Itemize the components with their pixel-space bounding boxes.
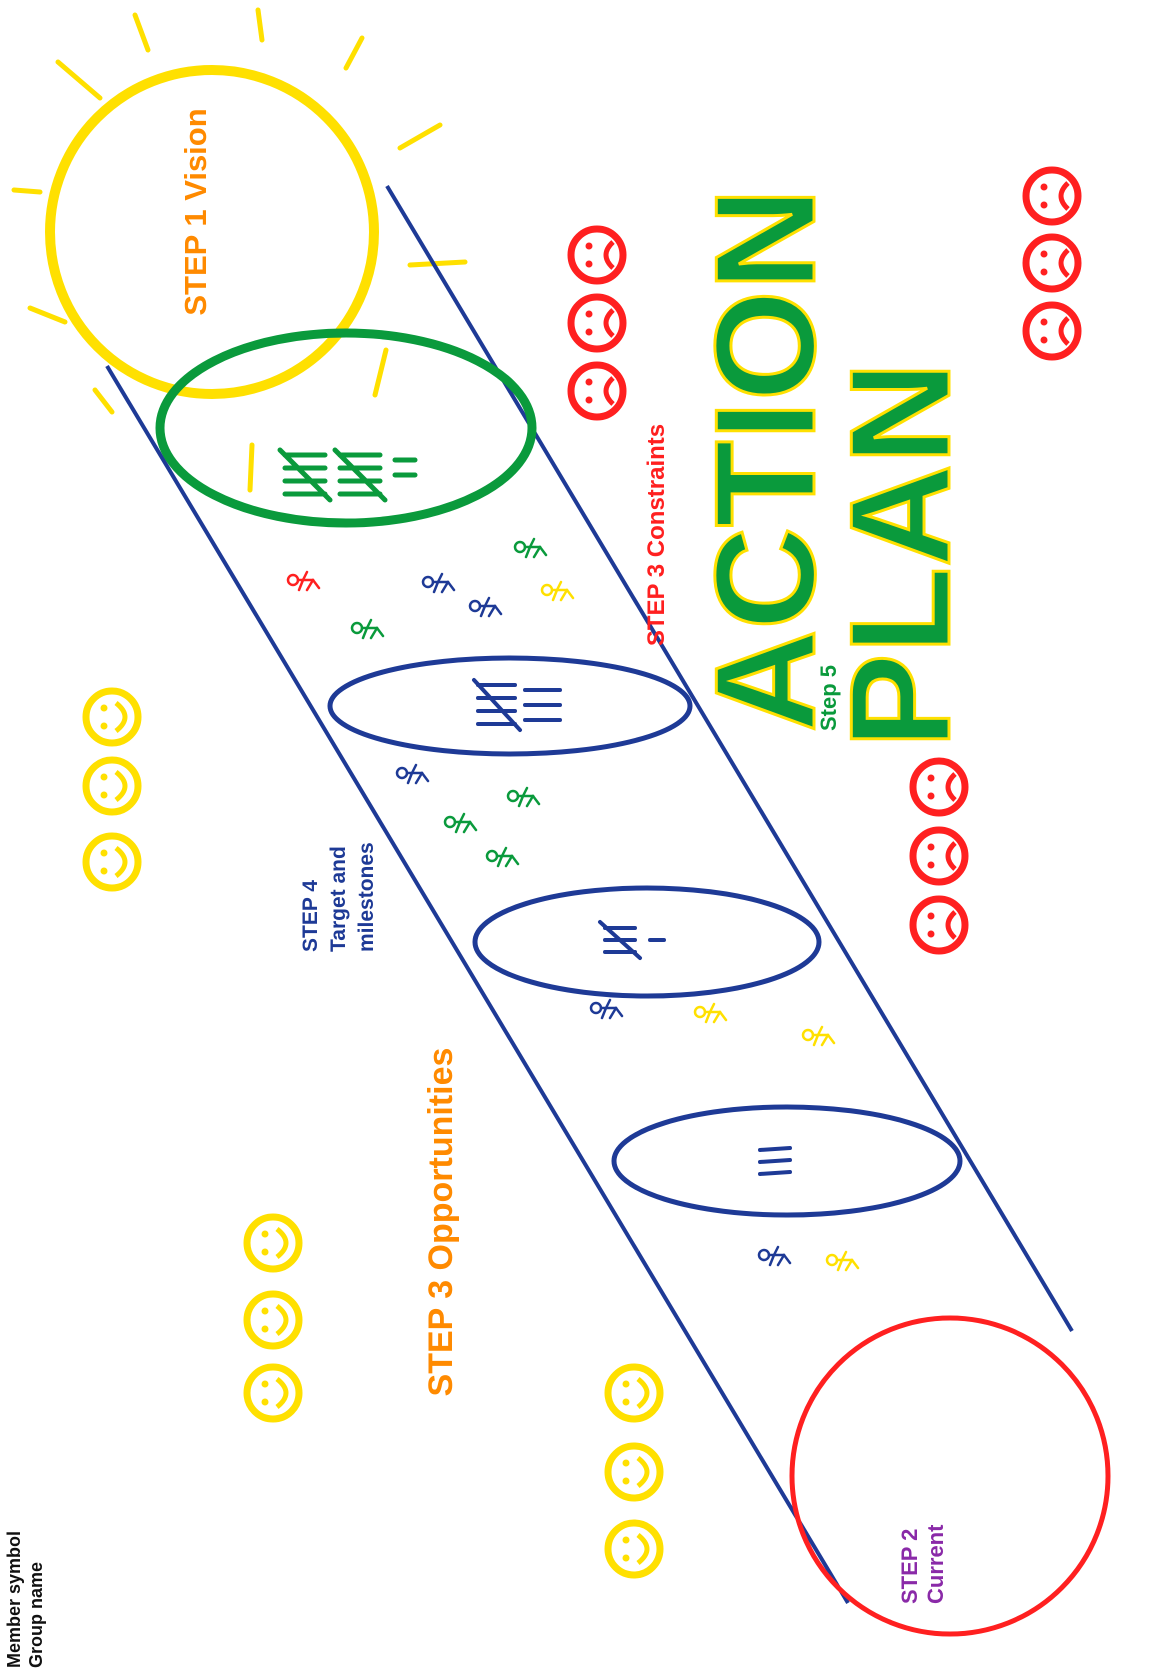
- member-figure-icon: [468, 596, 503, 618]
- pipe-top-edge: [105, 364, 850, 1605]
- step5-label: Step 5: [816, 665, 841, 731]
- member-figures: [286, 537, 860, 1272]
- member-figure-icon: [589, 998, 624, 1020]
- sad-face-icon: [1022, 166, 1082, 226]
- step4-label-line1: STEP 4: [299, 880, 322, 952]
- member-symbol-label: Member symbol: [4, 1531, 24, 1668]
- step4-label-line3: milestones: [355, 842, 378, 952]
- happy-face-icon: [243, 1290, 303, 1350]
- happy-face-icon: [243, 1363, 303, 1423]
- sad-face-icon: [1022, 233, 1082, 293]
- current-circle: [789, 1315, 1111, 1637]
- group-name-label: Group name: [26, 1562, 46, 1668]
- milestone-ellipse-3: [611, 1104, 963, 1218]
- vision-ellipse: [155, 328, 537, 528]
- tally-marks-milestone-1: [472, 678, 562, 732]
- member-figure-icon: [286, 570, 321, 592]
- sad-face-icon: [909, 895, 969, 955]
- step2-label-line2: Current: [923, 1524, 948, 1604]
- member-figure-icon: [825, 1250, 860, 1272]
- action-title: ACTION: [686, 188, 845, 732]
- step3-opportunities-label: STEP 3 Opportunities: [422, 1048, 460, 1397]
- sad-face-icon: [567, 293, 627, 353]
- happy-face-icon: [604, 1442, 664, 1502]
- sad-faces: [567, 166, 1082, 955]
- sad-face-icon: [1022, 301, 1082, 361]
- sad-face-icon: [909, 757, 969, 817]
- step2-label-line1: STEP 2: [897, 1529, 922, 1604]
- tally-marks-milestone-3: [758, 1146, 792, 1176]
- sad-face-icon: [567, 225, 627, 285]
- step3-constraints-label: STEP 3 Constraints: [643, 424, 670, 646]
- member-figure-icon: [421, 572, 456, 594]
- member-figure-icon: [485, 846, 520, 868]
- happy-face-icon: [82, 832, 142, 892]
- member-figure-icon: [757, 1245, 792, 1267]
- happy-face-icon: [82, 756, 142, 816]
- member-figure-icon: [395, 763, 430, 785]
- member-figure-icon: [350, 618, 385, 640]
- member-figure-icon: [801, 1025, 836, 1047]
- milestone-ellipse-2: [472, 885, 822, 999]
- member-figure-icon: [693, 1002, 728, 1024]
- happy-face-icon: [604, 1363, 664, 1423]
- plan-title: PLAN: [821, 362, 980, 749]
- member-figure-icon: [506, 786, 541, 808]
- sad-face-icon: [567, 361, 627, 421]
- happy-face-icon: [82, 687, 142, 747]
- member-figure-icon: [540, 580, 575, 602]
- tally-marks-milestone-2: [598, 920, 666, 960]
- sun-rays-icon: [11, 7, 468, 493]
- vision-sun: [45, 65, 379, 399]
- step1-label: STEP 1 Vision: [178, 108, 213, 315]
- sad-face-icon: [909, 826, 969, 886]
- milestone-ellipse-1: [327, 655, 693, 757]
- happy-face-icon: [243, 1213, 303, 1273]
- happy-face-icon: [604, 1519, 664, 1579]
- tally-marks-vision: [277, 447, 418, 503]
- step4-label-line2: Target and: [327, 846, 350, 952]
- member-figure-icon: [443, 812, 478, 834]
- member-figure-icon: [513, 537, 548, 559]
- happy-faces: [82, 687, 664, 1579]
